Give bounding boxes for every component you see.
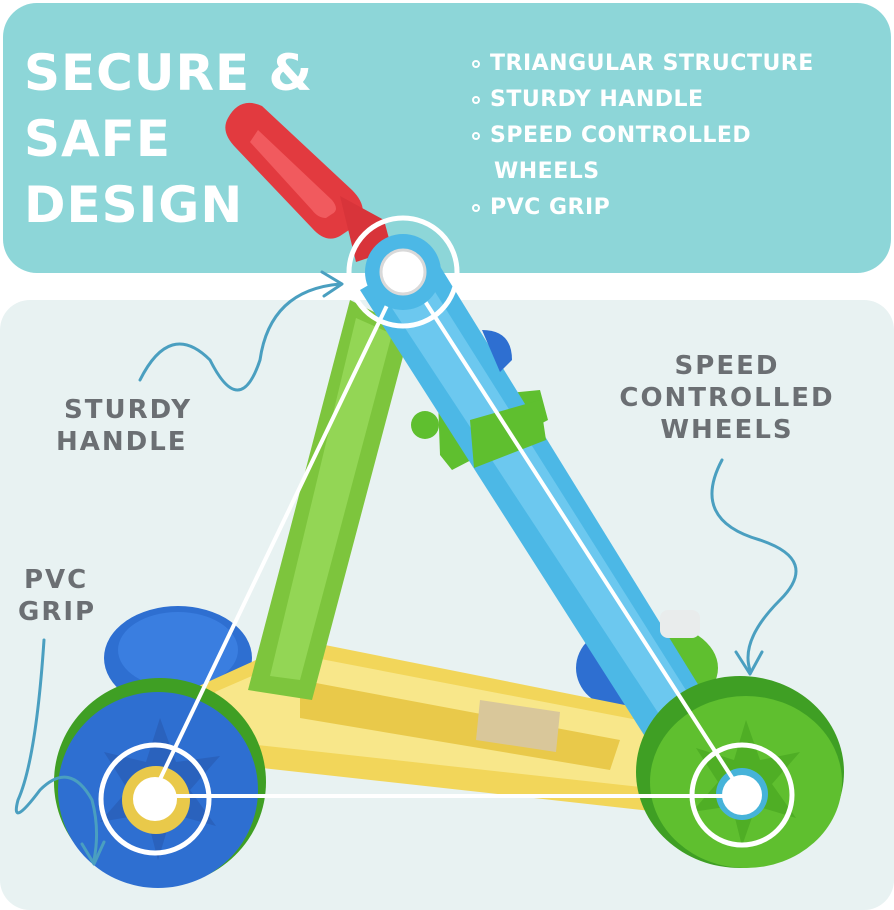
- blue-frame: [360, 250, 720, 760]
- feature-item: PVC GRIP: [472, 190, 814, 226]
- headline-line-2: SAFE: [24, 110, 172, 168]
- sturdy-handle-arrowhead: [320, 270, 344, 298]
- sturdy-handle-callout: STURDY HANDLE: [56, 394, 192, 458]
- right-wheel-hub-marker: [689, 742, 795, 848]
- pvc-grip-arrowhead: [80, 840, 106, 866]
- callout-line: SPEED: [674, 351, 780, 381]
- yellow-base: [190, 640, 700, 812]
- headline-line-1: SECURE &: [24, 44, 314, 102]
- pvc-grip-callout: PVC GRIP: [18, 564, 96, 628]
- headline-line-3: DESIGN: [24, 176, 244, 234]
- callout-line: GRIP: [18, 597, 97, 627]
- feature-label: SPEED CONTROLLED: [490, 123, 752, 148]
- speed-wheels-arrowhead: [734, 650, 764, 676]
- bullet-circle-icon: [472, 60, 480, 68]
- front-right-wheel: [636, 676, 844, 868]
- callout-line: WHEELS: [660, 415, 794, 445]
- pivot-joint-marker: [346, 215, 460, 329]
- feature-item: SPEED CONTROLLED: [472, 118, 814, 154]
- feature-item-continuation: WHEELS: [472, 154, 814, 190]
- top-teal-panel: [3, 3, 891, 273]
- feature-label: STURDY HANDLE: [490, 87, 704, 112]
- triangle-structure-overlay: [150, 271, 742, 798]
- headline: SECURE & SAFE DESIGN: [24, 40, 313, 238]
- callout-line: HANDLE: [56, 427, 188, 457]
- feature-label: WHEELS: [494, 159, 600, 184]
- callout-line: PVC: [24, 565, 89, 595]
- callout-line: STURDY: [64, 395, 193, 425]
- feature-list: TRIANGULAR STRUCTURE STURDY HANDLE SPEED…: [472, 46, 814, 226]
- bullet-circle-icon: [472, 132, 480, 140]
- feature-item: TRIANGULAR STRUCTURE: [472, 46, 814, 82]
- feature-label: PVC GRIP: [490, 195, 611, 220]
- speed-wheels-callout: SPEED CONTROLLED WHEELS: [604, 350, 850, 446]
- sturdy-handle-arrow: [138, 282, 342, 392]
- feature-item: STURDY HANDLE: [472, 82, 814, 118]
- left-wheel-hub-marker: [98, 742, 212, 856]
- bullet-circle-icon: [472, 204, 480, 212]
- feature-label: TRIANGULAR STRUCTURE: [490, 51, 814, 76]
- pvc-grip-arrow: [14, 638, 99, 862]
- callout-line: CONTROLLED: [619, 383, 835, 413]
- speed-wheels-arrow: [710, 458, 798, 672]
- bullet-circle-icon: [472, 96, 480, 104]
